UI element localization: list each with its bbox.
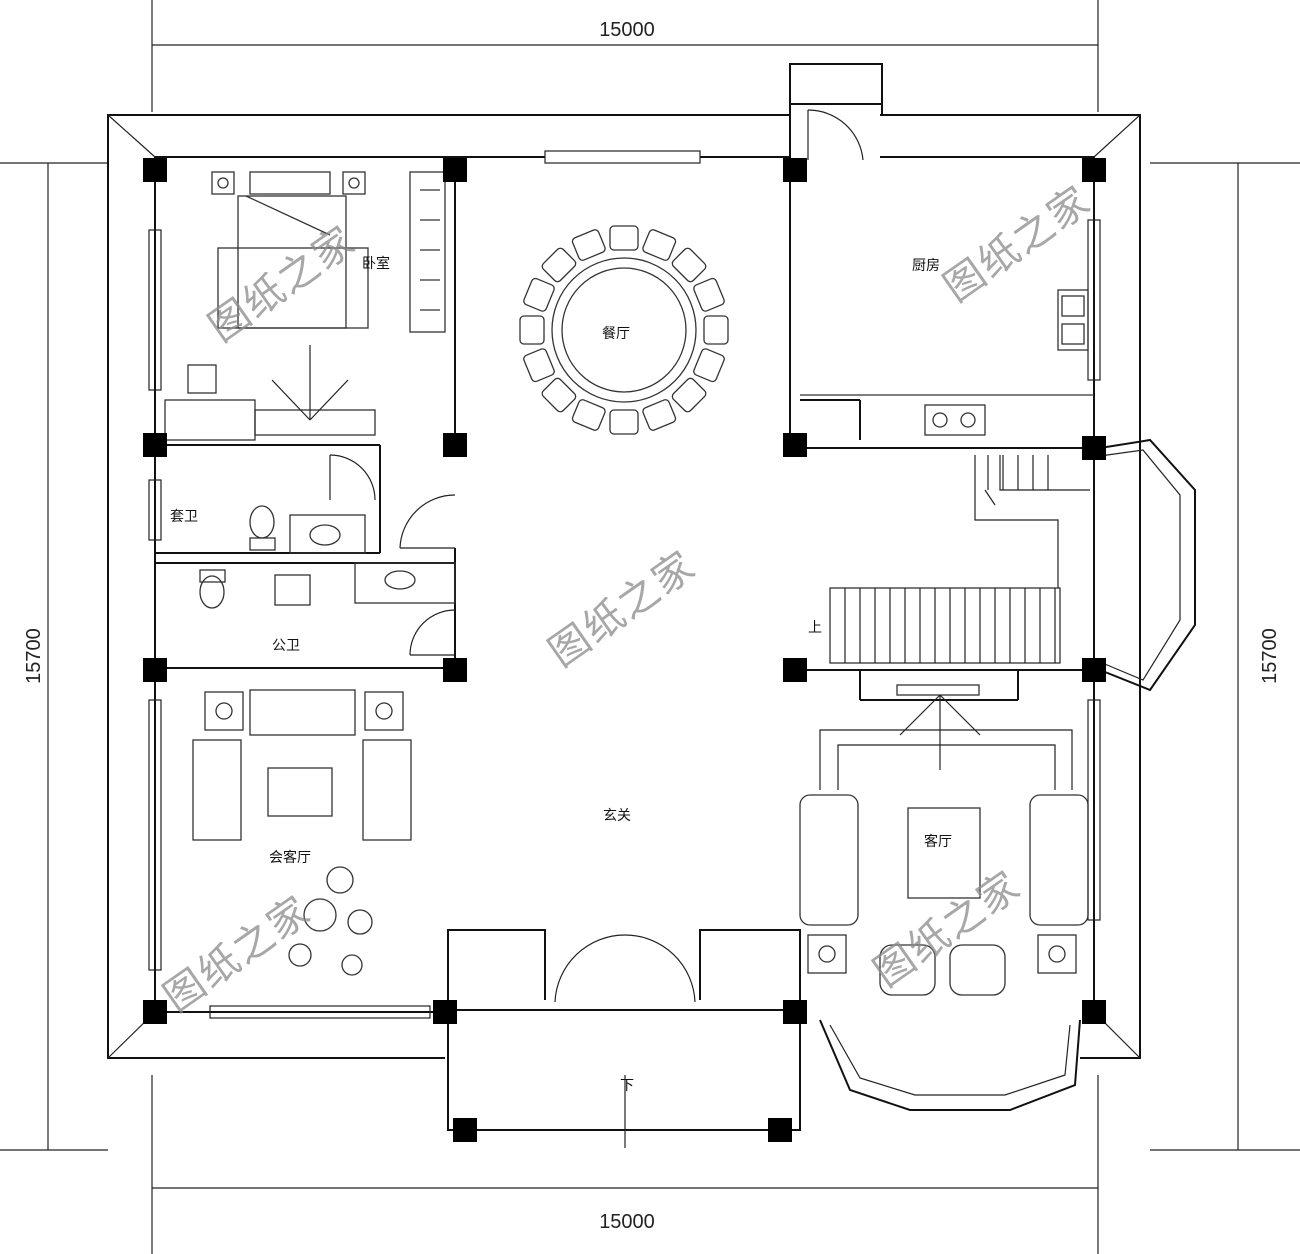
staircase <box>829 455 1090 664</box>
stair-up-label: 上 <box>808 620 822 636</box>
column <box>768 1118 792 1142</box>
dining-chair <box>671 247 707 283</box>
interior-walls <box>155 160 1094 701</box>
bedroom-furniture <box>164 171 446 441</box>
column <box>783 433 807 457</box>
dining-table <box>519 225 729 435</box>
column <box>783 658 807 682</box>
dining-chair <box>642 229 677 261</box>
room-label-family-room: 会客厅 <box>269 849 311 866</box>
column <box>1082 158 1106 182</box>
dining-chair <box>671 377 707 413</box>
watermark: 图纸之家 <box>936 177 1100 311</box>
dining-chair <box>571 399 606 431</box>
dining-chair <box>523 348 555 383</box>
watermark: 图纸之家 <box>541 542 705 676</box>
room-label-dining: 餐厅 <box>602 326 630 342</box>
column <box>783 1000 807 1024</box>
entrance-porch <box>447 929 801 1148</box>
dimension-left: 15700 <box>23 628 45 684</box>
column <box>443 658 467 682</box>
column <box>453 1118 477 1142</box>
bay-windows <box>819 438 1196 1111</box>
room-label-ensuite-bath: 套卫 <box>170 509 198 525</box>
dining-chair <box>541 247 577 283</box>
dining-chair <box>703 315 729 345</box>
room-label-living: 客厅 <box>924 833 952 850</box>
column <box>143 658 167 682</box>
family-room-furniture <box>192 689 412 976</box>
dimension-top: 15000 <box>599 19 655 41</box>
dining-chair <box>523 277 555 312</box>
dining-chair <box>541 377 577 413</box>
column <box>443 158 467 182</box>
room-label-bedroom: 卧室 <box>362 255 390 272</box>
doors <box>329 109 864 1003</box>
watermark: 图纸之家 <box>156 887 320 1021</box>
living-furniture <box>799 684 1089 996</box>
structural-columns <box>143 158 1106 1142</box>
dining-chair <box>693 277 725 312</box>
dining-chair <box>519 315 545 345</box>
room-label-foyer: 玄关 <box>603 807 631 824</box>
column <box>1082 1000 1106 1024</box>
column <box>143 158 167 182</box>
dining-chair <box>571 229 606 261</box>
dimension-right: 15700 <box>1259 628 1281 684</box>
room-label-public-bath: 公卫 <box>272 638 300 654</box>
stair-down-label: 下 <box>620 1078 634 1094</box>
column <box>443 433 467 457</box>
dining-chair <box>609 409 639 435</box>
column <box>1082 658 1106 682</box>
watermark: 图纸之家 <box>201 217 365 351</box>
column <box>143 433 167 457</box>
kitchen-fixtures <box>800 289 1094 436</box>
column <box>783 158 807 182</box>
column <box>143 1000 167 1024</box>
bathroom-fixtures <box>199 505 456 609</box>
column <box>1082 436 1106 460</box>
dimension-bottom: 15000 <box>599 1211 655 1233</box>
dining-chair <box>693 348 725 383</box>
column <box>433 1000 457 1024</box>
room-label-kitchen: 厨房 <box>912 258 940 274</box>
dining-chair <box>642 399 677 431</box>
roof-outline <box>107 63 1141 1059</box>
dining-chairs <box>519 225 729 435</box>
exterior-walls <box>148 150 1101 1019</box>
dining-chair <box>609 225 639 251</box>
